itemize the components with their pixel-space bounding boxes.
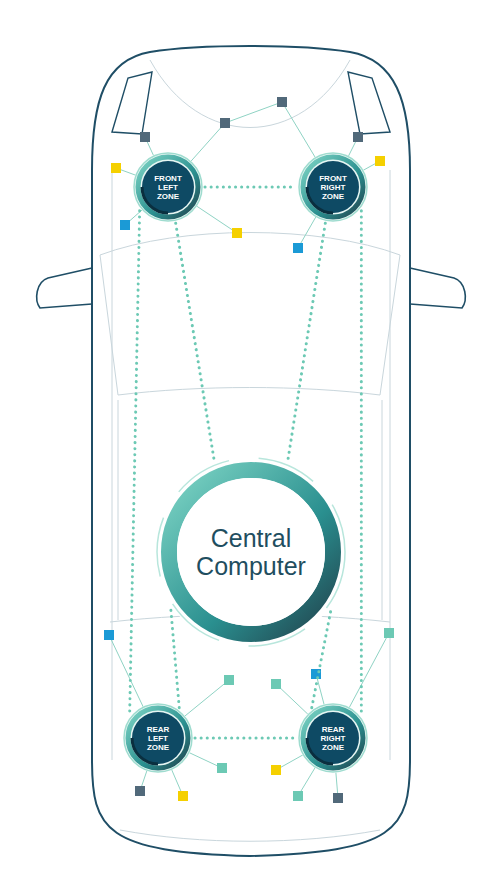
zone-controller: REAR RIGHT ZONE — [298, 703, 368, 773]
network-link — [288, 223, 326, 461]
network-link — [195, 737, 296, 740]
network-link — [360, 211, 363, 714]
network-link — [130, 211, 140, 714]
zone-controller: FRONT RIGHT ZONE — [298, 152, 368, 222]
node-label: REAR LEFT ZONE — [138, 725, 178, 752]
zone-controller: FRONT LEFT ZONE — [133, 152, 203, 222]
node-label: FRONT RIGHT ZONE — [313, 174, 353, 201]
node-label: Central Computer — [186, 524, 316, 580]
central-computer: Central Computer — [155, 456, 347, 648]
zone-controller: REAR LEFT ZONE — [123, 703, 193, 773]
network-link — [205, 186, 296, 189]
network-link — [171, 608, 179, 707]
node-label: REAR RIGHT ZONE — [313, 725, 353, 752]
network-link — [176, 223, 215, 461]
node-label: FRONT LEFT ZONE — [148, 174, 188, 201]
